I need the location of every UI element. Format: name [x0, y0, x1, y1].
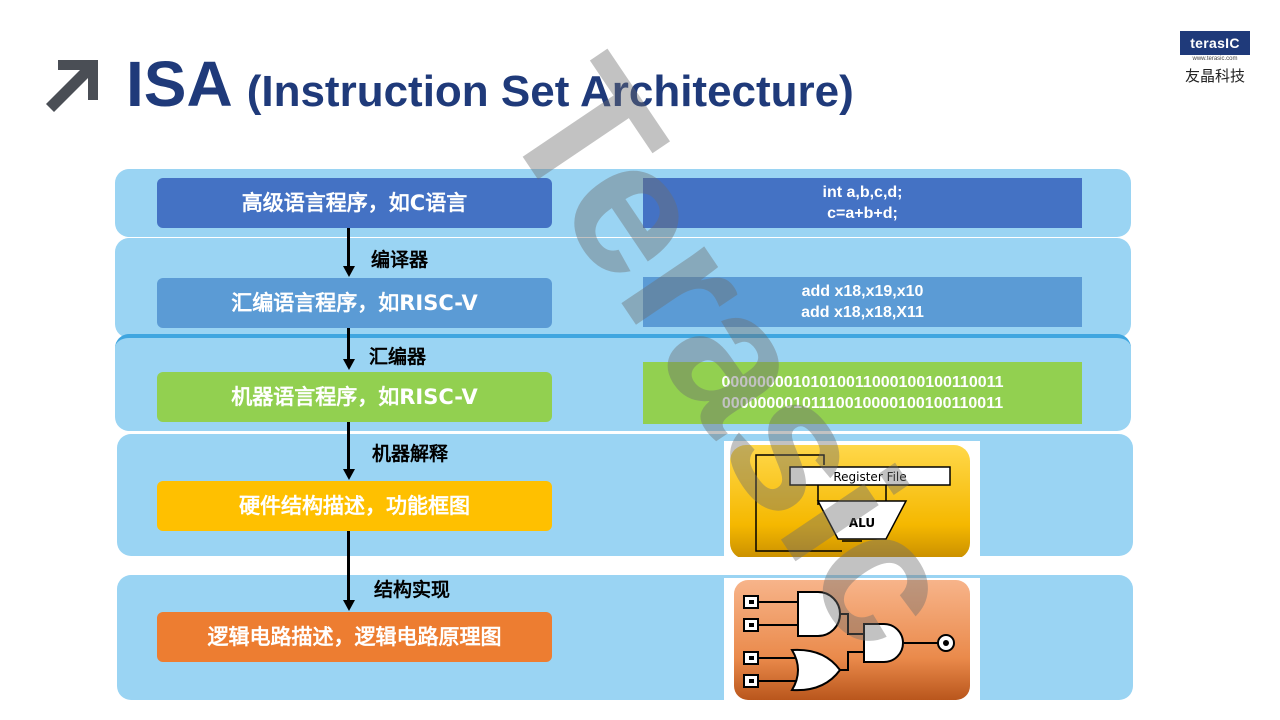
example-c-code: int a,b,c,d; c=a+b+d; — [643, 178, 1082, 228]
transition-machine-interpretation: 机器解释 — [372, 443, 449, 465]
level-hardware-structure: 硬件结构描述，功能框图 — [157, 481, 552, 531]
block-diagram: Register File ALU — [724, 441, 980, 557]
c-code-line: c=a+b+d; — [827, 205, 898, 222]
example-machine-code: 00000000101010011000100100110011 0000000… — [643, 362, 1082, 424]
connector-line — [347, 328, 350, 359]
logic-circuit-diagram — [724, 578, 980, 702]
datapath-wire — [755, 454, 842, 552]
logo-mark: terasIC — [1180, 31, 1250, 55]
logo-cn: 友晶科技 — [1184, 67, 1245, 85]
logic-diagram-bg — [734, 580, 970, 700]
alu-label: ALU — [849, 516, 875, 530]
title-subtitle: (Instruction Set Architecture) — [246, 67, 854, 116]
transition-compiler: 编译器 — [371, 249, 429, 271]
machine-line: 00000000101010011000100100110011 — [721, 374, 1004, 391]
level-logic-circuit: 逻辑电路描述，逻辑电路原理图 — [157, 612, 552, 662]
and-gate-1 — [797, 591, 841, 637]
arrow-down-icon — [343, 359, 355, 370]
arrow-down-icon — [343, 469, 355, 480]
title-isa: ISA — [126, 48, 233, 120]
transition-structure-implementation: 结构实现 — [374, 579, 451, 601]
register-file-box — [789, 466, 951, 486]
logo-site: www.terasic.com — [1192, 56, 1238, 62]
machine-line: 00000000101110010000100100110011 — [721, 395, 1004, 412]
connector-line — [347, 422, 350, 469]
arrow-down-icon — [343, 266, 355, 277]
transition-assembler: 汇编器 — [369, 346, 427, 368]
level-machine-language: 机器语言程序，如RISC-V — [157, 372, 552, 422]
or-gate — [790, 648, 842, 692]
level-high-level-language: 高级语言程序，如C语言 — [157, 178, 552, 228]
alu-shape — [816, 500, 908, 540]
c-code-line: int a,b,c,d; — [822, 184, 903, 201]
register-file-label: Register File — [833, 470, 906, 484]
asm-line: add x18,x18,X11 — [801, 304, 924, 321]
and-gate-2 — [863, 623, 904, 663]
level-assembly-language: 汇编语言程序，如RISC-V — [157, 278, 552, 328]
example-assembly: add x18,x19,x10 add x18,x18,X11 — [643, 277, 1082, 327]
connector-line — [347, 531, 350, 600]
page-title: ISA (Instruction Set Architecture) — [126, 46, 854, 130]
terasic-logo: terasIC www.terasic.com 友晶科技 — [1180, 31, 1250, 86]
asm-line: add x18,x19,x10 — [801, 283, 924, 300]
arrow-icon — [46, 60, 98, 112]
connector-line — [347, 228, 350, 266]
arrow-down-icon — [343, 600, 355, 611]
